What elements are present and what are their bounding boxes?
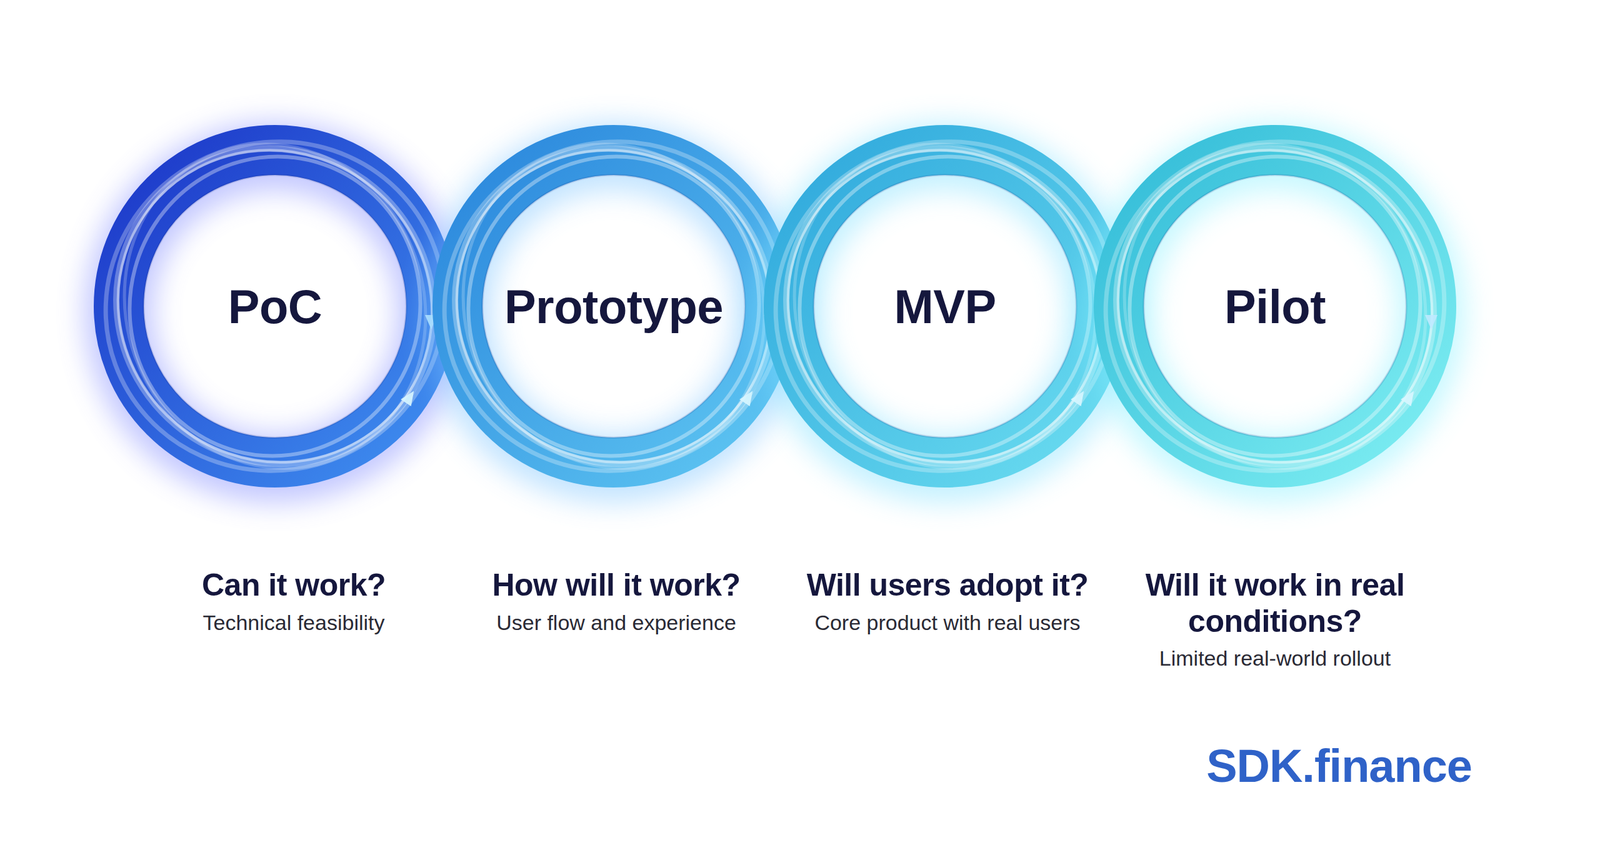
- ring-strand: [1059, 94, 1491, 519]
- stage-description: User flow and experience: [441, 610, 792, 636]
- flow-arrow: [1400, 387, 1419, 407]
- stage-ring: PoCCan it work?Technical feasibility: [87, 118, 463, 494]
- stage-ring: PrototypeHow will it work?User flow and …: [426, 118, 802, 494]
- stage-question: Will it work in real conditions?: [1143, 567, 1407, 640]
- ring-title: PoC: [87, 118, 463, 494]
- stage-description: Core product with real users: [772, 610, 1123, 636]
- stage-question: How will it work?: [441, 567, 792, 604]
- flow-arrow: [1425, 315, 1438, 330]
- stage-ring: MVPWill users adopt it?Core product with…: [757, 118, 1133, 494]
- stage-question: Can it work?: [118, 567, 469, 604]
- ring-strand: [749, 101, 1142, 511]
- flow-arrow: [1070, 387, 1089, 407]
- stage-description: Limited real-world rollout: [1143, 645, 1407, 672]
- ring-strand: [418, 101, 810, 511]
- flow-arrow: [739, 387, 758, 407]
- ring-strand: [1079, 101, 1472, 511]
- stage-caption: Will users adopt it? Core product with re…: [772, 567, 1123, 635]
- brand-logo: SDK.finance: [1206, 739, 1472, 793]
- ring-title: MVP: [757, 118, 1133, 494]
- ring-strand: [79, 101, 472, 511]
- flow-arrow: [400, 387, 419, 407]
- ring-title: Pilot: [1087, 118, 1463, 494]
- stage-ring: PilotWill it work in real conditions?Lim…: [1087, 118, 1463, 494]
- stage-caption: How will it work? User flow and experienc…: [441, 567, 792, 635]
- ring-strand: [1051, 83, 1499, 529]
- ring-title: Prototype: [426, 118, 802, 494]
- stage-description: Technical feasibility: [118, 610, 469, 636]
- stage-caption: Can it work? Technical feasibility: [118, 567, 469, 635]
- ring-strand: [1054, 86, 1497, 527]
- stage-caption: Will it work in real conditions? Limited …: [1143, 567, 1407, 672]
- stage-question: Will users adopt it?: [772, 567, 1123, 604]
